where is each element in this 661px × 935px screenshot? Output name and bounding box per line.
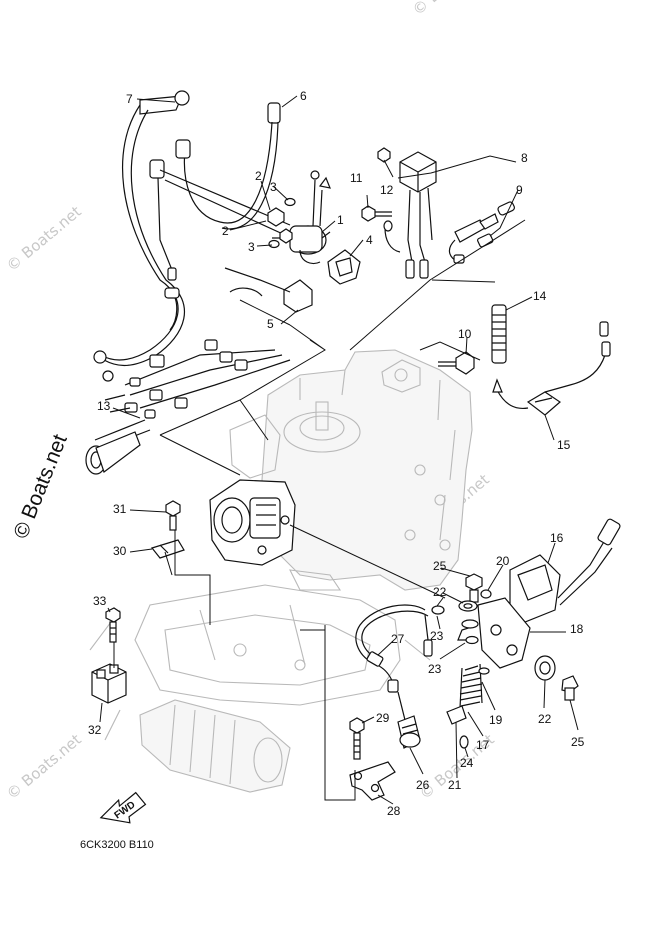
grommet-and-bolt [534, 655, 579, 701]
callout-22-left: 22 [433, 585, 447, 599]
switch-bracket [457, 597, 531, 669]
callout-2-upper: 2 [255, 169, 262, 183]
callout-3-lower: 3 [248, 240, 255, 254]
battery-cable-harness [93, 90, 291, 367]
callout-20: 20 [496, 554, 510, 568]
callout-12: 12 [380, 183, 394, 197]
starter-motor-outline [104, 699, 291, 793]
bracket-screw-31 [165, 500, 181, 531]
engine-block-outline [229, 349, 473, 591]
stud-bolt [491, 304, 507, 364]
watermark-faint-5: © Boats.net [409, 0, 491, 19]
callout-19: 19 [489, 713, 503, 727]
main-harness-connector [85, 419, 151, 475]
drawing-code: 6CK3200 B110 [80, 839, 154, 851]
callout-22-right: 22 [538, 712, 552, 726]
watermark-faint-3: © Boats.net [3, 730, 85, 803]
callout-26: 26 [416, 778, 430, 792]
watermark-main: © Boats.net [9, 431, 72, 542]
callout-15: 15 [557, 438, 571, 452]
starter-relay [272, 170, 331, 265]
callout-29: 29 [376, 711, 390, 725]
callout-16: 16 [550, 531, 564, 545]
bottom-cowl-outline [89, 584, 431, 706]
bracket-screw-set [431, 573, 492, 645]
rectifier-regulator [399, 151, 437, 279]
rectifier-bolt-side [361, 205, 401, 253]
callout-18: 18 [570, 622, 584, 636]
callout-7: 7 [126, 92, 133, 106]
callout-9: 9 [516, 183, 523, 197]
neutral-switch-module [509, 518, 621, 623]
callout-28: 28 [387, 804, 401, 818]
plug-cap-leads [448, 201, 515, 264]
callout-23-lower: 23 [428, 662, 442, 676]
fwd-arrow: FWD [99, 791, 147, 824]
fuse-holder-32 [91, 663, 127, 704]
callout-14: 14 [533, 289, 547, 303]
callout-13: 13 [97, 399, 111, 413]
callout-30: 30 [113, 544, 127, 558]
callout-2-lower: 2 [222, 224, 229, 238]
temperature-sensor [492, 321, 611, 416]
callout-25-lower: 25 [571, 735, 585, 749]
relay-bracket [224, 267, 313, 313]
callout-31: 31 [113, 502, 127, 516]
callout-6: 6 [300, 89, 307, 103]
callout-27: 27 [391, 632, 405, 646]
callout-33: 33 [93, 594, 107, 608]
rubber-cover [327, 249, 361, 285]
callout-11: 11 [350, 171, 363, 185]
callout-17: 17 [476, 738, 490, 752]
callout-3-upper: 3 [270, 180, 277, 194]
rectifier-bolt-top [377, 147, 391, 163]
callout-5: 5 [267, 317, 274, 331]
carburetor-assembly [209, 479, 296, 566]
callout-25-upper: 25 [433, 559, 447, 573]
switch-mount-plate [349, 761, 396, 801]
callout-21: 21 [448, 778, 462, 792]
switch-lead-wire [355, 604, 433, 721]
callout-24: 24 [460, 756, 474, 770]
spring-and-plunger [446, 663, 490, 749]
callout-32: 32 [88, 723, 102, 737]
callout-leaders [99, 95, 579, 805]
callout-23-upper: 23 [430, 629, 444, 643]
nut-and-washer-set [267, 197, 296, 249]
wire-clamp-30 [150, 539, 185, 559]
wire-connector-cluster [102, 339, 291, 419]
watermark-faint-1: © Boats.net [3, 202, 85, 275]
reference-lines [113, 219, 526, 801]
callout-4: 4 [366, 233, 373, 247]
neutral-switch [397, 715, 421, 749]
callout-1: 1 [337, 213, 344, 227]
callout-8: 8 [521, 151, 528, 165]
part-callouts: 1 2 2 3 3 4 5 6 7 8 9 10 11 12 13 14 15 … [88, 89, 585, 818]
callout-10: 10 [458, 327, 472, 341]
mount-bolt [349, 717, 365, 760]
